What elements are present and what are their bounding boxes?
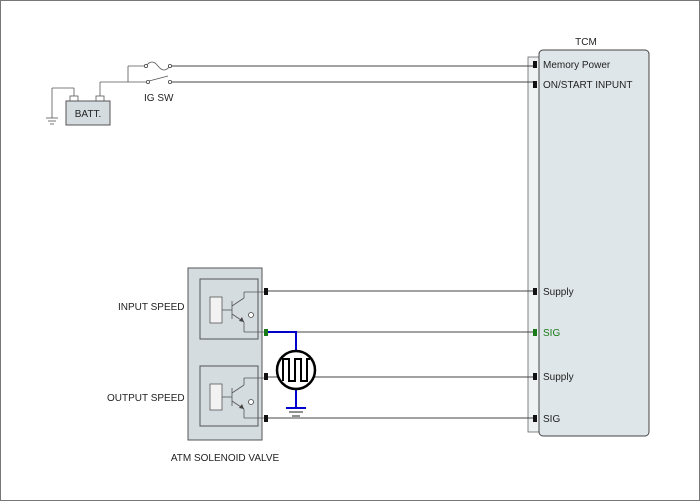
tcm-pin-on-start xyxy=(533,81,537,88)
tcm-box xyxy=(538,49,650,437)
input-speed-sensor xyxy=(199,278,264,340)
sensor-dot-icon-input xyxy=(248,312,254,318)
tcm-pin-supply-2 xyxy=(533,373,537,380)
tcm-pin-sig-1 xyxy=(533,329,537,336)
tcm-pin-sig-2 xyxy=(533,415,537,422)
tcm-pin-label-memory-power: Memory Power xyxy=(543,60,611,71)
tcm-pin-supply-1 xyxy=(533,288,537,295)
sensor-pin-output-supply xyxy=(264,373,268,380)
atm-solenoid-label: ATM SOLENOID VALVE xyxy=(171,453,280,464)
tcm-module: TCM xyxy=(527,37,650,437)
tcm-pin-label-sig-1: SIG xyxy=(543,328,560,339)
ground-icon-probe xyxy=(286,407,306,417)
sensor-pin-input-sig xyxy=(264,329,268,336)
battery-box xyxy=(65,100,111,126)
oscilloscope-probe xyxy=(268,331,317,417)
oscilloscope-icon xyxy=(275,349,317,391)
tcm-pin-label-sig-2: SIG xyxy=(543,414,560,425)
fuse-icon xyxy=(143,61,172,71)
transistor-icon-output xyxy=(222,384,245,410)
output-speed-sensor xyxy=(199,365,264,427)
atm-solenoid-valve-module: ATM SOLENOID VALVE INPUT SPEED xyxy=(107,267,280,464)
probe-lead-signal xyxy=(268,331,297,352)
sensor-pin-input-supply xyxy=(264,288,268,295)
tcm-title: TCM xyxy=(575,37,597,48)
tcm-pin-label-supply-2: Supply xyxy=(543,372,574,383)
input-speed-label: INPUT SPEED xyxy=(118,302,185,313)
transistor-icon-input xyxy=(222,297,245,323)
tcm-pin-label-on-start: ON/START INPUNT xyxy=(543,80,632,91)
battery-section: BATT. xyxy=(46,65,146,126)
sensor-pin-output-sig xyxy=(264,415,268,422)
tcm-pin-memory-power xyxy=(533,61,537,68)
output-speed-label: OUTPUT SPEED xyxy=(107,393,185,404)
ground-icon-battery xyxy=(46,117,58,125)
tcm-pin-list: Memory Power ON/START INPUNT Supply SIG … xyxy=(533,60,632,425)
battery-label: BATT. xyxy=(75,109,101,120)
tcm-pin-label-supply-1: Supply xyxy=(543,287,574,298)
ig-sw-label: IG SW xyxy=(144,93,174,104)
sensor-dot-icon-output xyxy=(248,399,254,405)
ignition-switch-icon xyxy=(145,75,172,85)
